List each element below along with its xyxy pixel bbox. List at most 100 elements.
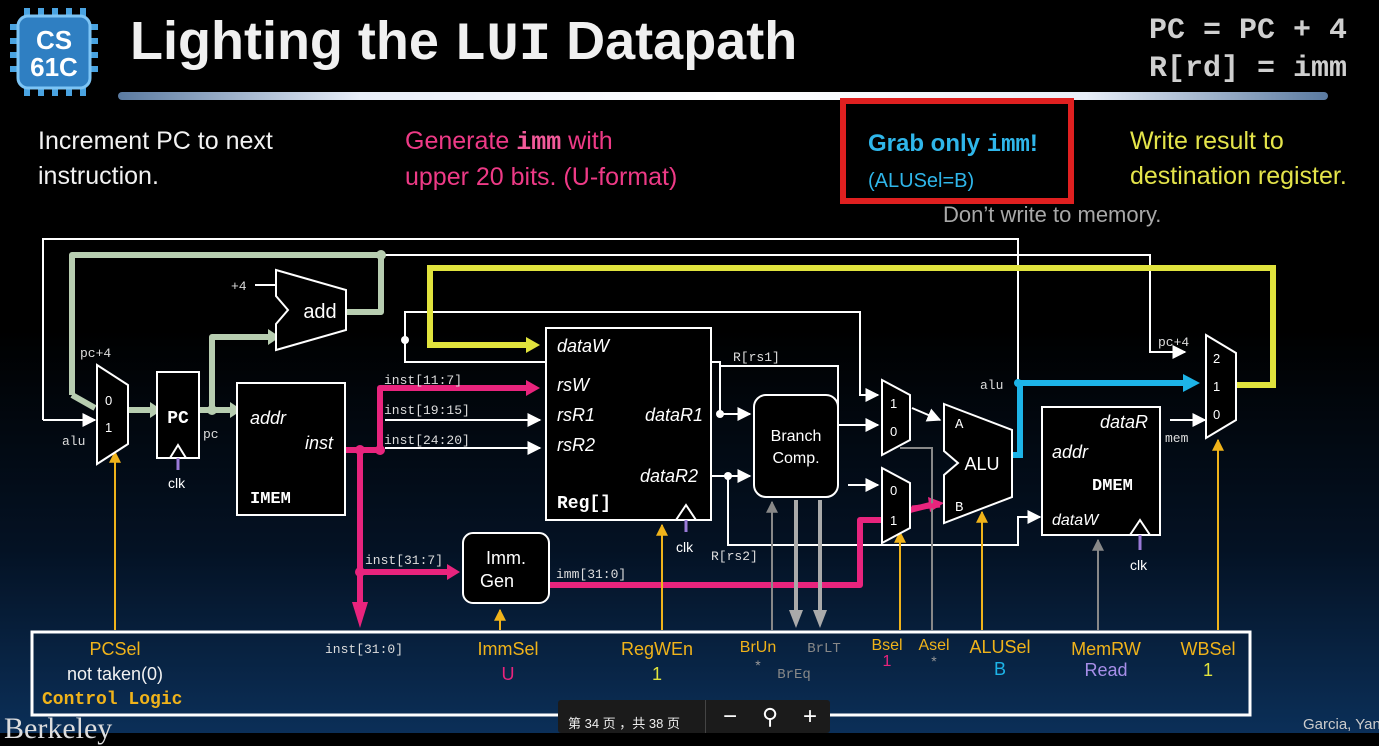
svg-text:addr: addr [250, 408, 287, 428]
svg-text:rsR1: rsR1 [557, 405, 595, 425]
svg-text:WBSel: WBSel [1180, 639, 1235, 659]
svg-text:1: 1 [890, 396, 897, 411]
svg-text:Read: Read [1084, 660, 1127, 680]
grab-imm-highlight-box: Grab only imm! (ALUSel=B) [840, 98, 1074, 204]
control-wires [109, 438, 1224, 630]
svg-text:Reg[]: Reg[] [557, 494, 611, 514]
formula-line2: R[rd] = imm [1148, 52, 1347, 86]
control-logic-label: Control Logic [42, 690, 182, 710]
zoom-out-button[interactable]: − [722, 703, 737, 730]
writeback-path [427, 265, 1276, 388]
formula-line1: PC = PC + 4 [1148, 14, 1347, 48]
svg-text:0: 0 [105, 393, 112, 408]
svg-text:*: * [755, 657, 761, 673]
svg-text:inst[31:7]: inst[31:7] [365, 553, 443, 568]
pc-adder [275, 268, 347, 352]
svg-text:inst[31:0]: inst[31:0] [325, 642, 403, 657]
b-mux [881, 466, 911, 545]
svg-text:dataW: dataW [557, 336, 611, 356]
logo-line2: 61C [30, 52, 78, 82]
pc4-left-label: pc+4 [80, 346, 111, 361]
zoom-in-button[interactable]: + [802, 703, 817, 730]
svg-text:clk: clk [168, 475, 186, 491]
svg-text:MemRW: MemRW [1071, 639, 1141, 659]
svg-text:ALU: ALU [964, 454, 999, 474]
svg-text:ImmSel: ImmSel [477, 639, 538, 659]
svg-text:Bsel: Bsel [871, 637, 902, 654]
svg-text:Branch: Branch [771, 428, 822, 445]
chip-icon: CS 61C [10, 8, 98, 96]
alu-left-label: alu [62, 434, 85, 449]
cs61c-logo: CS 61C [8, 6, 100, 98]
svg-text:IMEM: IMEM [250, 490, 291, 509]
svg-text:B: B [955, 500, 963, 516]
author-footer: Garcia, Yan [1303, 716, 1379, 733]
title-divider [118, 92, 1328, 100]
svg-text:PCSel: PCSel [89, 639, 140, 659]
svg-text:alu: alu [980, 378, 1003, 393]
svg-text:clk: clk [676, 539, 694, 555]
svg-text:dataR: dataR [1100, 412, 1148, 432]
pc-label: PC [167, 409, 189, 429]
imm-gen [462, 532, 550, 604]
page-navigator: 第 34 页 ，共 38 页 − ⚲ + [558, 700, 830, 733]
wb-mux [1205, 333, 1237, 440]
svg-text:R[rs2]: R[rs2] [711, 549, 758, 564]
logo-line1: CS [36, 25, 72, 55]
svg-text:mem: mem [1165, 431, 1189, 446]
svg-text:inst[11:7]: inst[11:7] [384, 373, 462, 388]
svg-text:0: 0 [1213, 407, 1220, 422]
svg-text:B: B [994, 659, 1006, 679]
svg-text:Asel: Asel [918, 637, 949, 654]
svg-text:*: * [931, 653, 937, 669]
svg-text:rsR2: rsR2 [557, 435, 595, 455]
pc-mux [96, 363, 129, 466]
gray-wires [766, 447, 1104, 630]
svg-text:pc+4: pc+4 [1158, 335, 1189, 350]
svg-text:RegWEn: RegWEn [621, 639, 693, 659]
svg-text:1: 1 [883, 653, 892, 670]
svg-text:1: 1 [890, 513, 897, 528]
imem-block [236, 382, 346, 516]
alu-block [943, 402, 1013, 525]
svg-text:dataR2: dataR2 [640, 466, 698, 486]
svg-text:ALUSel: ALUSel [969, 637, 1030, 657]
svg-text:Comp.: Comp. [772, 450, 819, 467]
svg-text:Imm.: Imm. [486, 548, 526, 568]
svg-text:DMEM: DMEM [1092, 477, 1133, 496]
svg-text:Gen: Gen [480, 571, 514, 591]
svg-text:BrEq: BrEq [777, 667, 811, 683]
branch-output-wires [794, 500, 822, 612]
zoom-icon[interactable]: ⚲ [761, 704, 779, 729]
svg-text:1: 1 [1213, 379, 1220, 394]
svg-text:not taken(0): not taken(0) [67, 664, 163, 684]
svg-text:addr: addr [1052, 442, 1089, 462]
svg-text:U: U [502, 664, 515, 684]
page-indicator: 第 34 页 ，共 38 页 [568, 716, 680, 731]
svg-text:BrLT: BrLT [807, 641, 841, 657]
svg-text:pc: pc [203, 427, 219, 442]
svg-text:A: A [955, 417, 964, 433]
svg-text:0: 0 [890, 483, 897, 498]
dmem-block [1041, 406, 1161, 536]
page-title: Lighting the LUI Datapath [130, 11, 798, 76]
svg-text:+4: +4 [231, 279, 247, 294]
svg-text:2: 2 [1213, 351, 1220, 366]
branch-comparator [753, 394, 839, 498]
alusel-note: (ALUSel=B) [868, 170, 975, 192]
svg-text:inst[19:15]: inst[19:15] [384, 403, 470, 418]
svg-text:inst: inst [305, 433, 334, 453]
svg-text:rsW: rsW [557, 375, 591, 395]
svg-text:0: 0 [890, 424, 897, 439]
svg-text:dataR1: dataR1 [645, 405, 703, 425]
svg-text:1: 1 [105, 420, 112, 435]
a-mux [881, 378, 911, 457]
generate-imm-description: Generate imm with upper 20 bits. (U-form… [405, 127, 678, 191]
svg-text:dataW: dataW [1052, 512, 1100, 529]
grab-imm-text: Grab only imm! [868, 130, 1038, 159]
svg-text:R[rs1]: R[rs1] [733, 350, 780, 365]
svg-text:1: 1 [1203, 660, 1213, 680]
